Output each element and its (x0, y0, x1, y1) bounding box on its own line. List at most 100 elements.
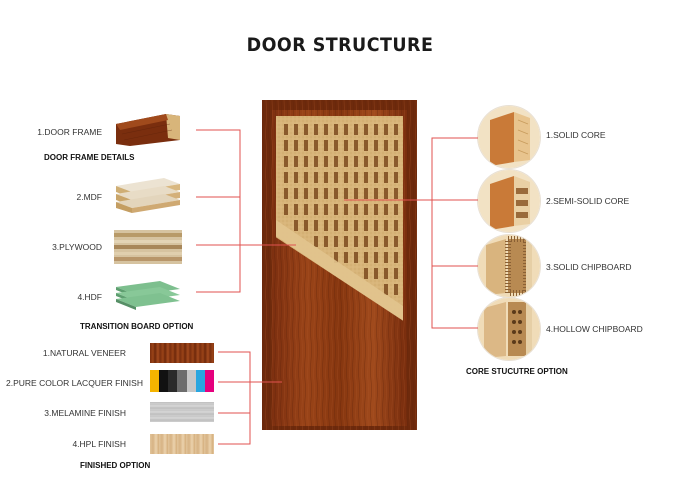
core-slot (314, 156, 318, 167)
core-slot (294, 204, 298, 215)
core-slot (324, 188, 328, 199)
hdf-label: 4.HDF (77, 292, 102, 302)
core-slot (304, 124, 308, 135)
lacquer-color-swatch (150, 370, 160, 392)
core-slot (394, 140, 398, 151)
lacquer-color-swatch (177, 370, 187, 392)
core-slot (384, 268, 388, 279)
hollow-chipboard-label: 4.HOLLOW CHIPBOARD (546, 324, 643, 334)
core-slot (394, 220, 398, 231)
core-slot (324, 220, 328, 231)
core-slot (394, 172, 398, 183)
core-slot (334, 252, 338, 263)
core-slot (314, 172, 318, 183)
core-slot (364, 252, 368, 263)
lacquer-swatches (150, 370, 214, 392)
core-slot (304, 156, 308, 167)
core-slot (384, 284, 388, 295)
core-slot (344, 236, 348, 247)
core-slot (334, 220, 338, 231)
core-slot (324, 140, 328, 151)
melamine-swatch (150, 402, 214, 422)
solid-chipboard-label: 3.SOLID CHIPBOARD (546, 262, 632, 272)
core-slot (354, 156, 358, 167)
core-slot (304, 188, 308, 199)
core-slot (324, 204, 328, 215)
core-slot (284, 140, 288, 151)
page-title: DOOR STRUCTURE (246, 34, 434, 56)
core-slot (364, 124, 368, 135)
semi-solid-core-image (478, 170, 540, 232)
core-slot (284, 172, 288, 183)
hpl-finish-label: 4.HPL FINISH (72, 439, 126, 449)
core-slot (374, 140, 378, 151)
core-slot (334, 140, 338, 151)
hollow-chipboard-image (478, 298, 540, 360)
core-slot (284, 124, 288, 135)
core-slot (294, 188, 298, 199)
core-slot (344, 252, 348, 263)
core-slot (394, 236, 398, 247)
lacquer-finish-label: 2.PURE COLOR LACQUER FINISH (6, 378, 143, 388)
core-slot (364, 268, 368, 279)
core-slot (354, 252, 358, 263)
core-slot (374, 188, 378, 199)
core-slot (324, 172, 328, 183)
lacquer-color-swatch (195, 370, 205, 392)
transition-section-title: TRANSITION BOARD OPTION (80, 322, 194, 331)
core-slot (354, 124, 358, 135)
core-slot (364, 220, 368, 231)
core-slot (294, 220, 298, 231)
core-slot (314, 236, 318, 247)
core-slot (334, 188, 338, 199)
core-slot (384, 140, 388, 151)
core-slot (394, 268, 398, 279)
core-slot (284, 204, 288, 215)
core-slot (364, 188, 368, 199)
core-slot (374, 124, 378, 135)
lacquer-color-swatch (204, 370, 214, 392)
plywood-image (114, 230, 182, 264)
transition-board-layer (276, 116, 403, 324)
semi-solid-core-label: 2.SEMI-SOLID CORE (546, 196, 630, 206)
core-slot (334, 124, 338, 135)
mdf-image (114, 176, 182, 214)
core-slot (294, 172, 298, 183)
core-slot (334, 236, 338, 247)
core-slot (384, 204, 388, 215)
door-illustration (262, 100, 417, 430)
core-slot (374, 236, 378, 247)
door-frame-section-title: DOOR FRAME DETAILS (44, 153, 135, 162)
core-slot (394, 156, 398, 167)
core-slot (284, 156, 288, 167)
door-frame-label: 1.DOOR FRAME (37, 127, 102, 137)
core-slot (384, 252, 388, 263)
core-slots (284, 124, 398, 295)
plywood-label: 3.PLYWOOD (52, 242, 102, 252)
core-slot (344, 140, 348, 151)
core-slot (364, 140, 368, 151)
core-slot (354, 204, 358, 215)
core-slot (344, 124, 348, 135)
core-slot (374, 268, 378, 279)
door-frame-image (114, 110, 182, 148)
hpl-swatch (150, 434, 214, 454)
core-slot (384, 236, 388, 247)
core-slot (314, 204, 318, 215)
core-slot (334, 172, 338, 183)
lacquer-color-swatch (186, 370, 196, 392)
core-slot (374, 220, 378, 231)
core-slot (394, 252, 398, 263)
core-slot (344, 156, 348, 167)
lacquer-color-swatch (168, 370, 178, 392)
core-slot (384, 220, 388, 231)
solid-chipboard-image (478, 235, 540, 297)
core-slot (314, 124, 318, 135)
core-slot (354, 236, 358, 247)
core-slot (334, 156, 338, 167)
core-slot (384, 172, 388, 183)
core-slot (314, 140, 318, 151)
core-slot (374, 204, 378, 215)
core-slot (364, 236, 368, 247)
